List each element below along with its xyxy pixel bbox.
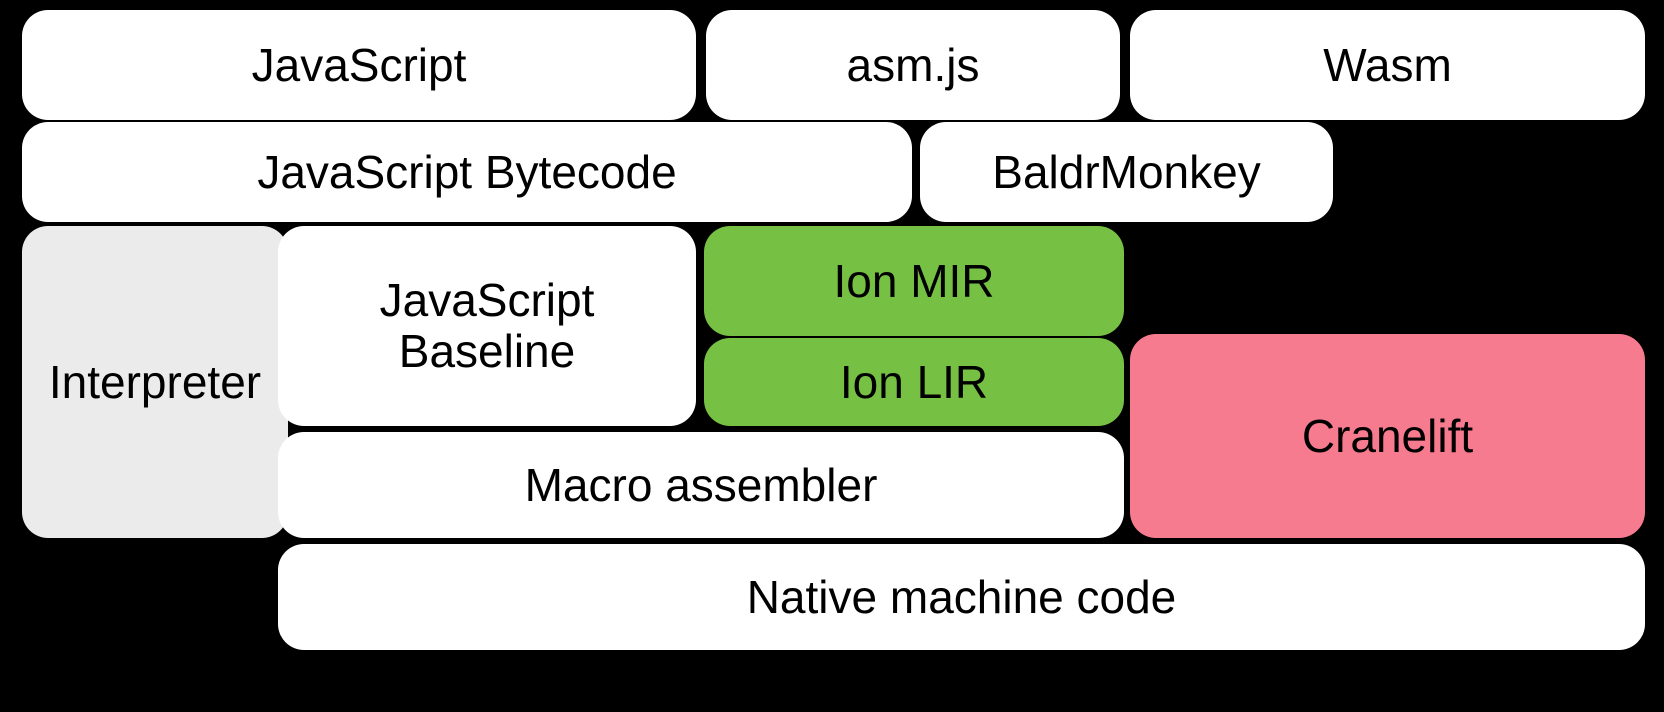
node-ion-mir: Ion MIR [704, 226, 1124, 336]
node-asm-js: asm.js [706, 10, 1120, 120]
node-wasm: Wasm [1130, 10, 1645, 120]
node-javascript: JavaScript [22, 10, 696, 120]
node-baldrmonkey: BaldrMonkey [920, 122, 1333, 222]
node-javascript-baseline: JavaScript Baseline [278, 226, 696, 426]
node-macro-assembler: Macro assembler [278, 432, 1124, 538]
node-native-machine-code: Native machine code [278, 544, 1645, 650]
node-cranelift: Cranelift [1130, 334, 1645, 538]
node-ion-lir: Ion LIR [704, 338, 1124, 426]
node-interpreter: Interpreter [22, 226, 288, 538]
node-javascript-bytecode: JavaScript Bytecode [22, 122, 912, 222]
